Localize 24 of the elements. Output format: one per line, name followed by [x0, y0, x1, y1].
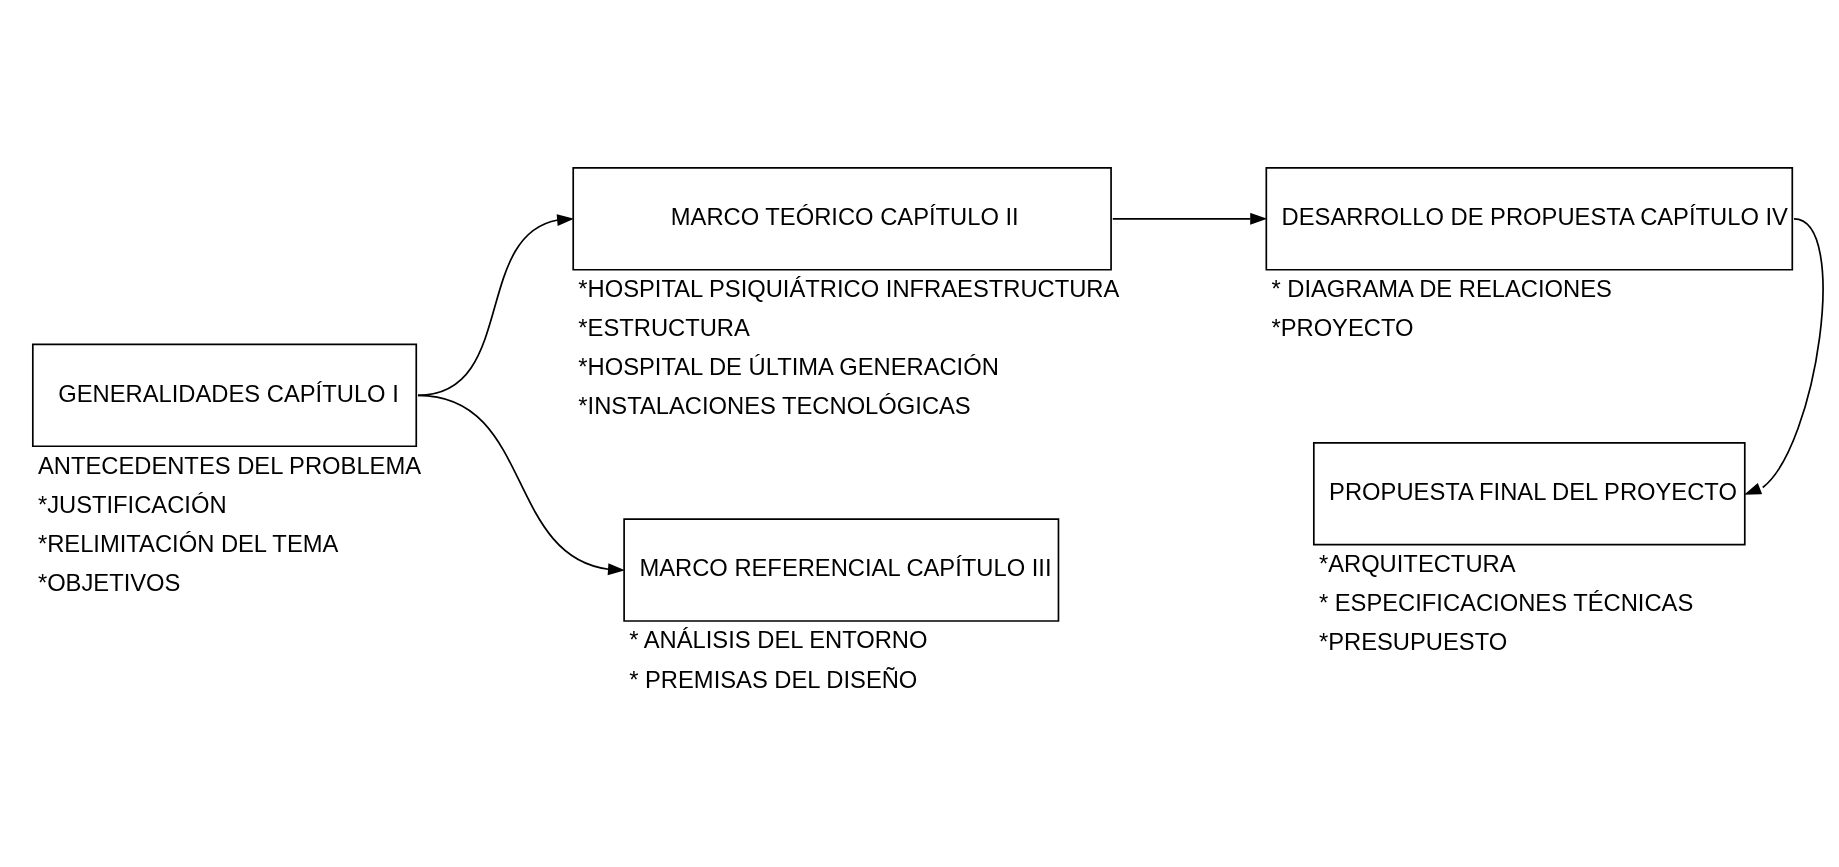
node-box: MARCO REFERENCIAL CAPÍTULO III: [623, 518, 1060, 622]
arrow: [417, 394, 625, 576]
arrow: [1744, 218, 1824, 495]
node-label: *HOSPITAL PSIQUIÁTRICO INFRAESTRUCTURA: [578, 275, 1120, 303]
node-label: *ESTRUCTURA: [578, 314, 750, 342]
node-label: * ESPECIFICACIONES TÉCNICAS: [1318, 589, 1694, 617]
node-box: DESARROLLO DE PROPUESTA CAPÍTULO IV: [1265, 167, 1794, 271]
node-label: *OBJETIVOS: [37, 568, 181, 596]
node-box: GENERALIDADES CAPÍTULO I: [31, 343, 418, 448]
node-box: PROPUESTA FINAL DEL PROYECTO: [1312, 441, 1746, 546]
node-label: *ARQUITECTURA: [1318, 550, 1516, 578]
arrow: [417, 214, 575, 397]
node-label: * ANÁLISIS DEL ENTORNO: [629, 626, 928, 654]
node-label: *PRESUPUESTO: [1318, 628, 1508, 656]
node-label: *INSTALACIONES TECNOLÓGICAS: [578, 392, 971, 420]
node-label: ANTECEDENTES DEL PROBLEMA: [37, 451, 422, 479]
node-label: *JUSTIFICACIÓN: [37, 490, 227, 518]
node-box: MARCO TEÓRICO CAPÍTULO II: [572, 167, 1112, 271]
node-label: *RELIMITACIÓN DEL TEMA: [37, 529, 339, 557]
arrow: [1111, 212, 1268, 225]
node-label: * PREMISAS DEL DISEÑO: [629, 665, 918, 693]
node-label: *PROYECTO: [1271, 314, 1414, 342]
node-label: * DIAGRAMA DE RELACIONES: [1271, 275, 1612, 303]
node-label: *HOSPITAL DE ÚLTIMA GENERACIÓN: [578, 353, 999, 381]
